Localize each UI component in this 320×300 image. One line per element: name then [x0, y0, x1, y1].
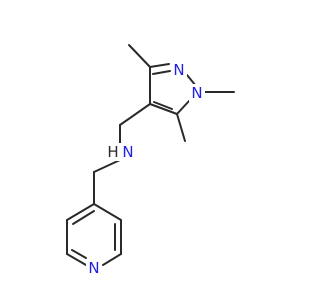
atom-nh-amine: N H — [104, 143, 137, 161]
bond-c5-c4-double-outer — [149, 103, 178, 115]
bond-layer — [66, 44, 235, 266]
bond-pyr-n1-c6-double-outer — [66, 253, 87, 266]
atom-label-n-pyrazole-1: N — [191, 84, 202, 102]
bond-n1-c5 — [176, 100, 190, 115]
bond-pyr-c5-c4-double-inner — [72, 210, 95, 225]
bond-c3-n2-double-outer — [149, 63, 170, 68]
atom-label-h-amine: H — [107, 143, 118, 161]
atom-label-n-pyrazole-2: N — [173, 61, 184, 79]
bond-pyr-n1-c6-double-inner — [71, 249, 87, 259]
bond-c4-ch2 — [119, 103, 151, 126]
bond-nh-ch2 — [93, 159, 121, 173]
atom-label-n-pyridine: N — [88, 259, 99, 277]
atom-n-pyridine: N — [86, 259, 102, 277]
bond-c5-methyl — [176, 113, 186, 142]
atom-n-pyrazole-2: N — [171, 61, 187, 79]
bond-c5-c4-double-inner — [153, 101, 173, 110]
bond-pyr-c4-c3 — [93, 203, 122, 221]
atom-n-pyrazole-1: N — [189, 84, 205, 102]
bond-pyr-c5-c4-double-outer — [66, 203, 95, 221]
atom-label-layer: N N N H N — [86, 61, 205, 277]
molecule-structure-diagram: N N N H N — [66, 44, 235, 277]
bond-c3-methyl — [128, 44, 151, 68]
bond-c3-n2-double-inner — [152, 70, 171, 75]
bond-pyr-c2-n1 — [102, 253, 122, 266]
atom-label-n-amine: N — [122, 143, 133, 161]
